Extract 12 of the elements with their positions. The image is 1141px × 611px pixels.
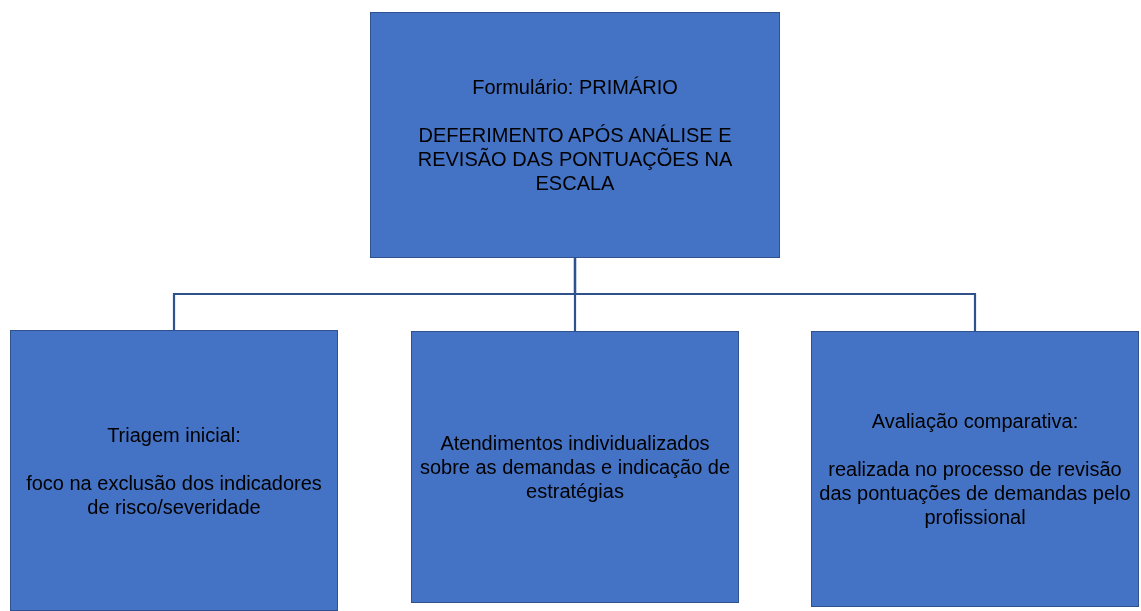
box-heading: Triagem inicial: (107, 422, 241, 447)
box-heading: Formulário: PRIMÁRIO (472, 75, 678, 99)
box-text: Atendimentos individualizados sobre as demandas e indicação de estratégias (418, 431, 732, 503)
box-text: foco na exclusão dos indicadores de risco/severidade (25, 470, 323, 519)
box-text: realizada no processo de revisão das pontuações de demandas pelo profissional (818, 457, 1132, 529)
process-box (411, 331, 739, 603)
process-box (10, 330, 338, 611)
box-text: DEFERIMENTO APÓS ANÁLISE E REVISÃO DAS PONTUAÇÕES NA ESCALA (416, 123, 734, 195)
box-heading: Avaliação comparativa: (871, 409, 1079, 433)
connector-line (573, 258, 977, 331)
process-box (370, 12, 780, 258)
process-box (811, 331, 1139, 607)
